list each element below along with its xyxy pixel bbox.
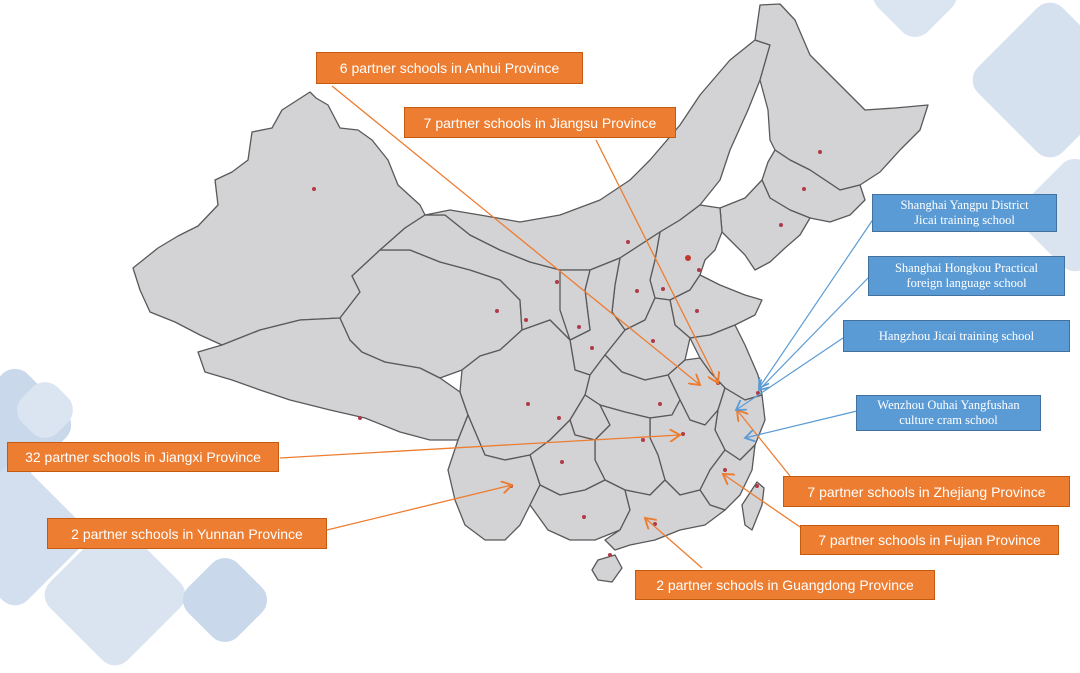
arrow-guangdong [645,518,703,569]
arrow-wenzhou [745,410,858,438]
province-taiwan [741,481,765,531]
blue-arrows [736,214,877,438]
label-hangzhou-school: Hangzhou Jicai training school [843,320,1070,352]
label-anhui: 6 partner schools in Anhui Province [316,52,583,84]
label-hongkou-school: Shanghai Hongkou Practical foreign langu… [868,256,1065,296]
label-yangpu-line2: Jicai training school [914,213,1015,227]
label-zhejiang: 7 partner schools in Zhejiang Province [783,476,1070,507]
province-heilongjiang [754,3,929,191]
label-yangpu-line1: Shanghai Yangpu District [900,198,1029,212]
label-wenzhou-line1: Wenzhou Ouhai Yangfushan [877,398,1020,412]
label-jiangsu: 7 partner schools in Jiangsu Province [404,107,676,138]
map-provinces [132,3,929,583]
province-yunnan [447,414,541,541]
arrow-anhui [331,85,700,385]
label-hangzhou-line1: Hangzhou Jicai training school [878,328,1035,343]
province-liaoning [719,179,811,271]
arrow-yangpu [759,214,877,388]
label-wenzhou-school: Wenzhou Ouhai Yangfushan culture cram sc… [856,395,1041,431]
label-fujian-text: 7 partner schools in Fujian Province [818,532,1041,548]
label-guangdong-text: 2 partner schools in Guangdong Province [656,577,914,593]
arrow-fujian [723,474,801,528]
label-yangpu-school: Shanghai Yangpu District Jicai training … [872,194,1057,232]
label-fujian: 7 partner schools in Fujian Province [800,525,1059,555]
arrow-hongkou [759,277,869,390]
province-guangdong [604,479,726,551]
province-neimenggu [424,39,771,271]
label-yunnan-text: 2 partner schools in Yunnan Province [71,525,303,542]
province-hainan [591,554,623,583]
arrow-hangzhou [736,337,844,410]
arrow-jiangxi [279,435,680,459]
arrow-jiangsu [595,139,718,383]
label-jiangxi: 32 partner schools in Jiangxi Province [7,442,279,472]
orange-arrows [279,85,801,569]
label-hongkou-line1: Shanghai Hongkou Practical [894,261,1039,275]
china-map [132,3,929,583]
label-zhejiang-text: 7 partner schools in Zhejiang Province [807,483,1046,500]
arrow-zhejiang [737,410,791,477]
arrow-yunnan [326,485,512,531]
label-yunnan: 2 partner schools in Yunnan Province [47,518,327,549]
label-anhui-text: 6 partner schools in Anhui Province [339,60,560,76]
label-jiangsu-text: 7 partner schools in Jiangsu Province [423,114,657,131]
label-guangdong: 2 partner schools in Guangdong Province [635,570,935,600]
label-hongkou-line2: foreign language school [906,276,1027,290]
label-jiangxi-text: 32 partner schools in Jiangxi Province [25,449,261,465]
label-wenzhou-line2: culture cram school [899,413,998,427]
province-ningxia [559,269,591,341]
